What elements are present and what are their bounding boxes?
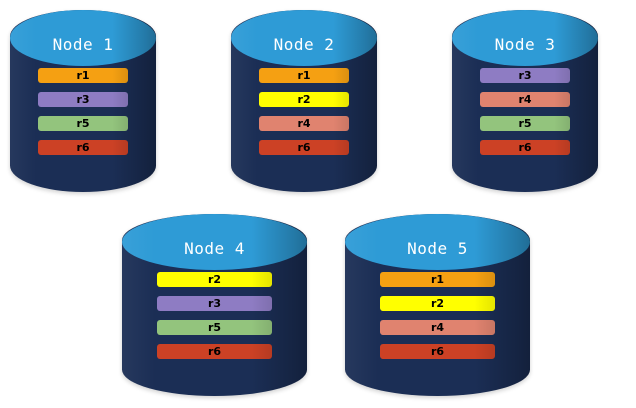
node-cylinder-top: Node 1 (10, 10, 156, 66)
replica-list: r2 r3 r5 r6 (122, 272, 307, 368)
replica-label: r6 (76, 141, 90, 154)
replica-bar[interactable]: r5 (37, 116, 129, 131)
replica-bar[interactable]: r3 (37, 92, 129, 107)
replica-label: r4 (518, 93, 532, 106)
node-cylinder-top: Node 2 (231, 10, 377, 66)
replica-bar[interactable]: r6 (258, 140, 350, 155)
replica-list: r1 r2 r4 r6 (345, 272, 530, 368)
replica-bar[interactable]: r1 (37, 68, 129, 83)
node-1[interactable]: Node 1 r1 r3 r5 r6 (10, 10, 156, 192)
replica-label: r3 (207, 297, 222, 310)
replica-bar[interactable]: r2 (258, 92, 350, 107)
node-cylinder-top: Node 3 (452, 10, 598, 66)
replica-bar[interactable]: r1 (380, 272, 495, 287)
node-4[interactable]: Node 4 r2 r3 r5 r6 (122, 214, 307, 396)
node-cylinder-top: Node 4 (122, 214, 307, 270)
replica-label: r5 (207, 321, 222, 334)
node-title: Node 3 (494, 34, 556, 54)
replica-label: r2 (297, 93, 311, 106)
replica-bar[interactable]: r5 (479, 116, 571, 131)
node-5[interactable]: Node 5 r1 r2 r4 r6 (345, 214, 530, 396)
replica-label: r1 (76, 69, 90, 82)
replica-label: r5 (518, 117, 532, 130)
replica-label: r4 (430, 321, 445, 334)
replica-label: r1 (430, 273, 445, 286)
node-cylinder-top: Node 5 (345, 214, 530, 270)
replica-bar[interactable]: r4 (380, 320, 495, 335)
replica-bar[interactable]: r6 (157, 344, 272, 359)
replica-bar[interactable]: r1 (258, 68, 350, 83)
replica-bar[interactable]: r6 (37, 140, 129, 155)
node-title: Node 5 (407, 238, 468, 258)
replica-bar[interactable]: r2 (380, 296, 495, 311)
node-title: Node 4 (184, 238, 245, 258)
replica-label: r6 (207, 345, 222, 358)
replica-label: r6 (518, 141, 532, 154)
replica-label: r6 (297, 141, 311, 154)
replica-bar[interactable]: r5 (157, 320, 272, 335)
replica-bar[interactable]: r4 (479, 92, 571, 107)
replica-label: r6 (430, 345, 445, 358)
replica-label: r4 (297, 117, 311, 130)
replica-label: r1 (297, 69, 311, 82)
node-title: Node 2 (273, 34, 335, 54)
replica-list: r3 r4 r5 r6 (452, 68, 598, 164)
replica-bar[interactable]: r3 (157, 296, 272, 311)
replica-bar[interactable]: r3 (479, 68, 571, 83)
replica-list: r1 r2 r4 r6 (231, 68, 377, 164)
replica-label: r5 (76, 117, 90, 130)
node-title: Node 1 (52, 34, 114, 54)
replica-label: r2 (207, 273, 222, 286)
replica-list: r1 r3 r5 r6 (10, 68, 156, 164)
replica-bar[interactable]: r6 (380, 344, 495, 359)
replica-bar[interactable]: r4 (258, 116, 350, 131)
replica-bar[interactable]: r6 (479, 140, 571, 155)
node-2[interactable]: Node 2 r1 r2 r4 r6 (231, 10, 377, 192)
replica-label: r2 (430, 297, 445, 310)
replica-bar[interactable]: r2 (157, 272, 272, 287)
replica-label: r3 (518, 69, 532, 82)
replica-label: r3 (76, 93, 90, 106)
node-3[interactable]: Node 3 r3 r4 r5 r6 (452, 10, 598, 192)
